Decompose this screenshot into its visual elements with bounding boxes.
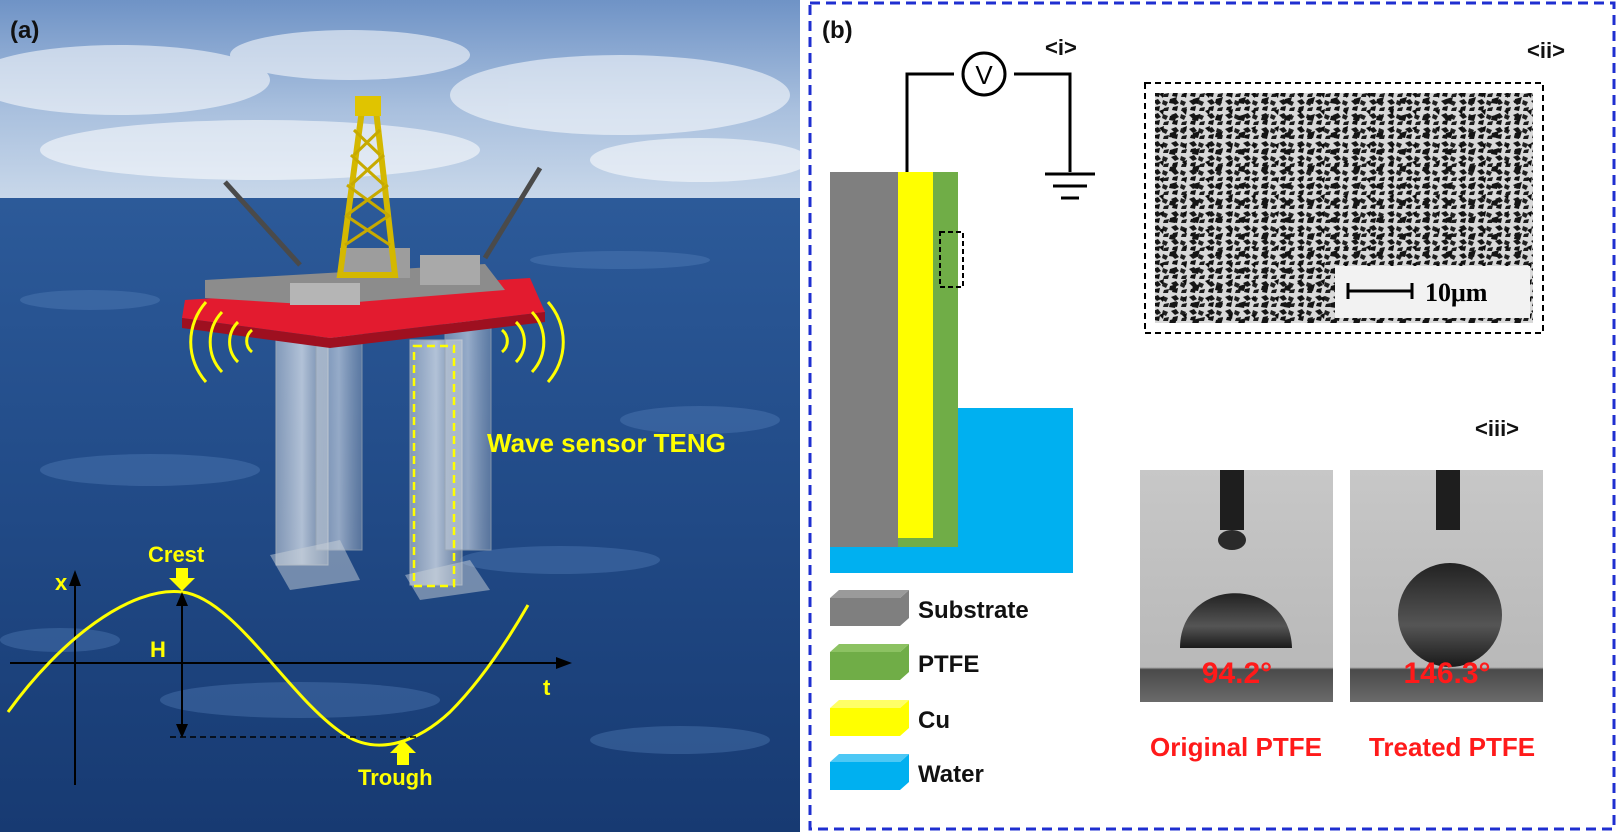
sea-ripples: [0, 251, 780, 754]
crest-label: Crest: [148, 542, 205, 567]
t-axis-arrowhead: [556, 657, 572, 669]
scale-bar-label: 10μm: [1425, 278, 1488, 307]
sensor-label: Wave sensor TENG: [487, 428, 726, 458]
water-strip: [958, 408, 1073, 573]
wave-schematic: Crest Trough H x t: [6, 542, 572, 790]
wave-height-arrowhead-top: [176, 592, 188, 606]
rig-deck-red-shadow: [182, 312, 545, 348]
needle: [1436, 470, 1460, 530]
rig-pontoon: [405, 560, 490, 600]
legend-label: PTFE: [918, 651, 979, 678]
sessile-droplet: [1398, 563, 1502, 667]
signal-arcs-right: [500, 301, 565, 383]
contact-angle-panel: <iii> 94.2° 146.3° Original PTFE Treated…: [1140, 416, 1543, 762]
sessile-droplet: [1180, 593, 1292, 648]
rig-module: [290, 283, 360, 305]
x-axis-arrowhead: [69, 570, 81, 586]
rig-crane: [482, 166, 543, 260]
contact-angle-image-original: 94.2°: [1140, 470, 1333, 702]
legend: Substrate PTFE Cu Water: [830, 590, 1029, 790]
trough-arrow-icon: [390, 740, 416, 765]
legend-item-cu: Cu: [830, 700, 950, 736]
ptfe-layer: [933, 172, 958, 547]
rig-derrick-top: [355, 96, 381, 116]
ground-icon: [1045, 172, 1095, 200]
pendant-droplet: [1218, 530, 1246, 550]
oil-rig: [182, 96, 565, 600]
sub-label-i: <i>: [1045, 35, 1077, 60]
sem-image-panel: <ii> 10μm: [1144, 38, 1565, 334]
caption-original-ptfe: Original PTFE: [1150, 732, 1322, 762]
contact-angle-image-treated: 146.3°: [1350, 470, 1543, 702]
t-axis-label: t: [543, 675, 551, 700]
cu-layer-bottom-edge: [898, 538, 933, 547]
contact-angle-value: 146.3°: [1403, 657, 1490, 690]
legend-label: Cu: [918, 707, 950, 734]
circuit-wire: [905, 72, 1072, 172]
needle: [1220, 470, 1244, 530]
legend-item-water: Water: [830, 754, 984, 790]
panel-b-label: (b): [822, 17, 853, 44]
legend-label: Water: [918, 761, 984, 788]
voltmeter-icon: [961, 51, 1007, 97]
x-axis-label: x: [55, 570, 68, 595]
device-schematic: <i> V: [830, 35, 1095, 573]
legend-item-substrate: Substrate: [830, 590, 1029, 626]
zoom-indicator-box: [939, 231, 964, 288]
rig-leg: [315, 319, 363, 551]
panel-a: (a) Wave sensor TENG Crest Trough H x t: [0, 0, 810, 832]
height-label: H: [150, 637, 166, 662]
rig-pontoon: [270, 540, 360, 590]
panel-b: (b) <i> V Substrate: [808, 1, 1616, 831]
rig-leg: [444, 319, 492, 551]
trough-label: Trough: [358, 765, 433, 790]
sem-frame: [1144, 82, 1544, 334]
wave-curve: [6, 590, 530, 747]
panel-a-label: (a): [10, 17, 39, 44]
clouds: [0, 30, 810, 182]
legend-item-ptfe: PTFE: [830, 644, 979, 680]
crest-arrow-icon: [169, 568, 195, 591]
rig-derrick-lattice: [344, 128, 391, 247]
caption-treated-ptfe: Treated PTFE: [1369, 732, 1535, 762]
sensor-highlight-box: [412, 344, 456, 588]
sub-label-iii: <iii>: [1475, 416, 1519, 441]
substrate-layer: [830, 172, 898, 547]
rig-crane: [223, 180, 302, 267]
legend-label: Substrate: [918, 597, 1029, 624]
contact-angle-value: 94.2°: [1202, 657, 1272, 690]
signal-arcs-left: [189, 301, 254, 383]
cu-layer: [898, 172, 933, 538]
sub-label-ii: <ii>: [1527, 38, 1565, 63]
voltmeter-symbol: V: [975, 60, 993, 90]
wave-height-arrowhead-bottom: [176, 724, 188, 738]
rig-module: [420, 255, 480, 285]
